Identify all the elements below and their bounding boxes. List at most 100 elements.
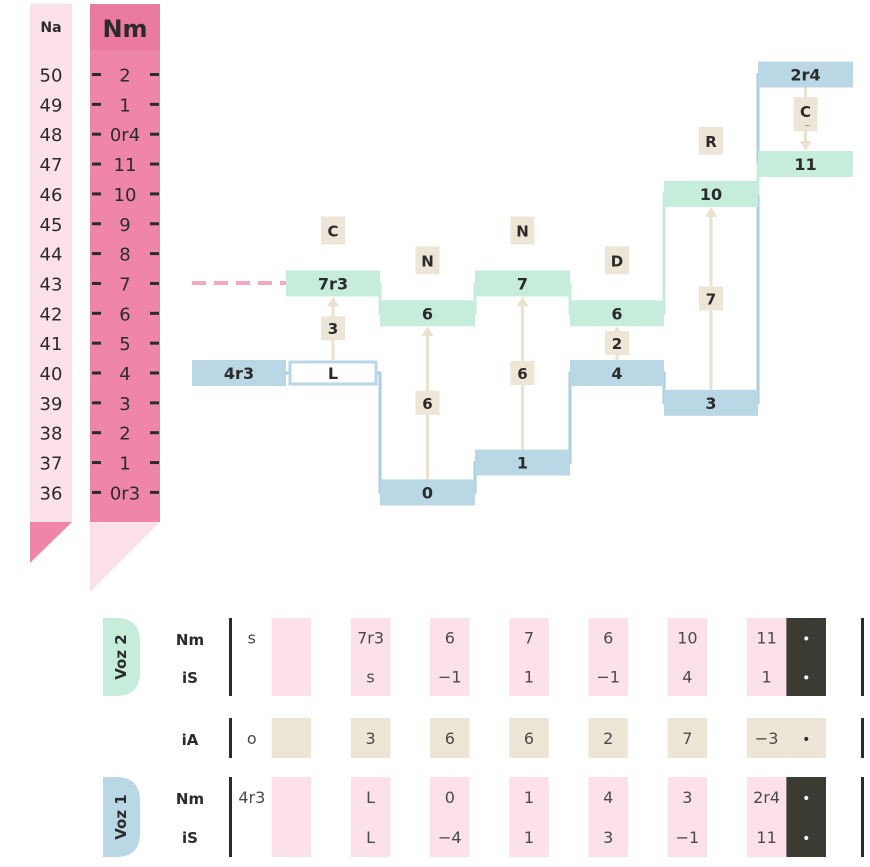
na-value: 37 bbox=[40, 454, 63, 475]
na-value: 46 bbox=[40, 185, 63, 206]
motion-label: R bbox=[705, 133, 717, 151]
voz2-is-end-mark: • bbox=[802, 671, 810, 687]
voz1-nm-shade bbox=[746, 777, 787, 817]
ia-shade bbox=[667, 718, 708, 758]
voz2-nm-value: s bbox=[248, 629, 256, 648]
voz1-is-shade bbox=[746, 817, 787, 857]
voz1-is-end-mark: • bbox=[802, 831, 810, 847]
voice1-block-label: 2r4 bbox=[790, 66, 820, 85]
nm-value: 9 bbox=[119, 215, 130, 236]
voz2-nm-value: 6 bbox=[445, 629, 455, 648]
nm-tick-left bbox=[92, 73, 101, 76]
motion-label-box bbox=[321, 216, 345, 245]
ia-shade bbox=[271, 718, 312, 758]
voz1-nm-value: L bbox=[366, 788, 375, 807]
nm-value: 2 bbox=[119, 66, 130, 87]
voz1-nm-shade bbox=[509, 777, 549, 817]
nm-tick-right bbox=[150, 281, 159, 285]
nm-tick-left bbox=[92, 341, 101, 345]
voz1-is-value: −1 bbox=[676, 828, 700, 847]
voz2-label: Voz 2 bbox=[112, 634, 130, 679]
na-value: 40 bbox=[40, 364, 63, 385]
motion-label-box bbox=[510, 216, 535, 245]
nm-tick-left bbox=[92, 252, 101, 256]
nm-tick-left bbox=[92, 162, 101, 166]
nm-tick-left bbox=[92, 132, 101, 136]
voz2-is-shade bbox=[667, 657, 708, 696]
voz2-nm-value: 7r3 bbox=[357, 629, 384, 648]
voz2-nm-header: Nm bbox=[176, 631, 204, 649]
nm-tick-left bbox=[92, 371, 101, 375]
voz1-nm-shade bbox=[350, 777, 391, 817]
voz1-nm-value: 3 bbox=[682, 788, 692, 807]
table-bar-left-ia bbox=[229, 718, 232, 758]
voz2-nm-shade bbox=[509, 618, 549, 657]
nm-tick-right bbox=[150, 311, 159, 315]
voz2-is-value: −1 bbox=[438, 668, 462, 687]
nm-column-body bbox=[90, 4, 160, 522]
voz2-is-shade bbox=[509, 657, 549, 696]
na-value: 41 bbox=[40, 334, 63, 355]
ia-value: 3 bbox=[366, 729, 376, 748]
voice1-block bbox=[664, 389, 758, 416]
voz2-is-shade bbox=[271, 657, 312, 696]
voz2-is-value: −1 bbox=[596, 668, 620, 687]
nm-tick-left bbox=[92, 431, 101, 435]
motion-label-box bbox=[605, 246, 629, 275]
voz2-is-value: 4 bbox=[682, 668, 692, 687]
voz1-is-shade bbox=[667, 817, 708, 857]
voz2-is-shade bbox=[588, 657, 628, 696]
voice1-block bbox=[288, 360, 378, 386]
nm-tick-right bbox=[150, 401, 159, 405]
nm-value: 6 bbox=[119, 304, 130, 325]
na-header: Na bbox=[40, 20, 61, 36]
voz1-nm-shade bbox=[667, 777, 708, 817]
nm-value: 11 bbox=[114, 155, 137, 176]
na-value: 49 bbox=[40, 95, 63, 116]
nm-tick-left bbox=[92, 461, 101, 465]
motion-label-box bbox=[793, 97, 818, 126]
voz2-nm-value: 6 bbox=[603, 629, 613, 648]
nm-tick-left bbox=[92, 192, 101, 196]
voz2-is-header: iS bbox=[182, 669, 198, 687]
nm-tick-right bbox=[150, 371, 159, 375]
interval-label: 6 bbox=[517, 365, 527, 383]
voz2-nm-shade bbox=[271, 618, 312, 657]
nm-tick-left bbox=[92, 490, 101, 494]
nm-tick-left bbox=[92, 222, 101, 226]
voice2-block bbox=[570, 300, 664, 327]
table-bar-right-ia bbox=[861, 718, 864, 758]
nm-value: 0r3 bbox=[110, 483, 140, 504]
nm-tick-left bbox=[92, 281, 101, 285]
voz1-is-value: 1 bbox=[524, 828, 534, 847]
voz2-is-value: 1 bbox=[762, 668, 772, 687]
nm-tick-right bbox=[150, 222, 159, 226]
nm-tick-right bbox=[150, 341, 159, 345]
voz1-nm-value: 2r4 bbox=[753, 788, 780, 807]
voz2-nm-value: 10 bbox=[677, 629, 697, 648]
table-bar-left-voz1 bbox=[229, 777, 232, 857]
ia-value: 7 bbox=[682, 729, 692, 748]
interval-label: 6 bbox=[422, 395, 432, 413]
voice1-block bbox=[475, 449, 570, 476]
nm-tick-right bbox=[150, 192, 159, 196]
motion-label: N bbox=[516, 222, 529, 240]
voice2-block bbox=[475, 270, 570, 297]
voice2-block-label: 6 bbox=[422, 304, 433, 323]
voice1-block-label: L bbox=[328, 364, 338, 383]
voz1-nm-shade bbox=[430, 777, 470, 817]
nm-tick-right bbox=[150, 73, 159, 76]
table-bar-right-voz1 bbox=[861, 777, 864, 857]
ia-end-mark: • bbox=[802, 732, 810, 748]
voz1-is-end-cell bbox=[786, 817, 826, 857]
ia-value: 6 bbox=[524, 729, 534, 748]
na-value: 47 bbox=[40, 155, 63, 176]
voz1-tab bbox=[103, 777, 140, 857]
nm-value: 2 bbox=[119, 424, 130, 445]
na-value: 39 bbox=[40, 394, 63, 415]
